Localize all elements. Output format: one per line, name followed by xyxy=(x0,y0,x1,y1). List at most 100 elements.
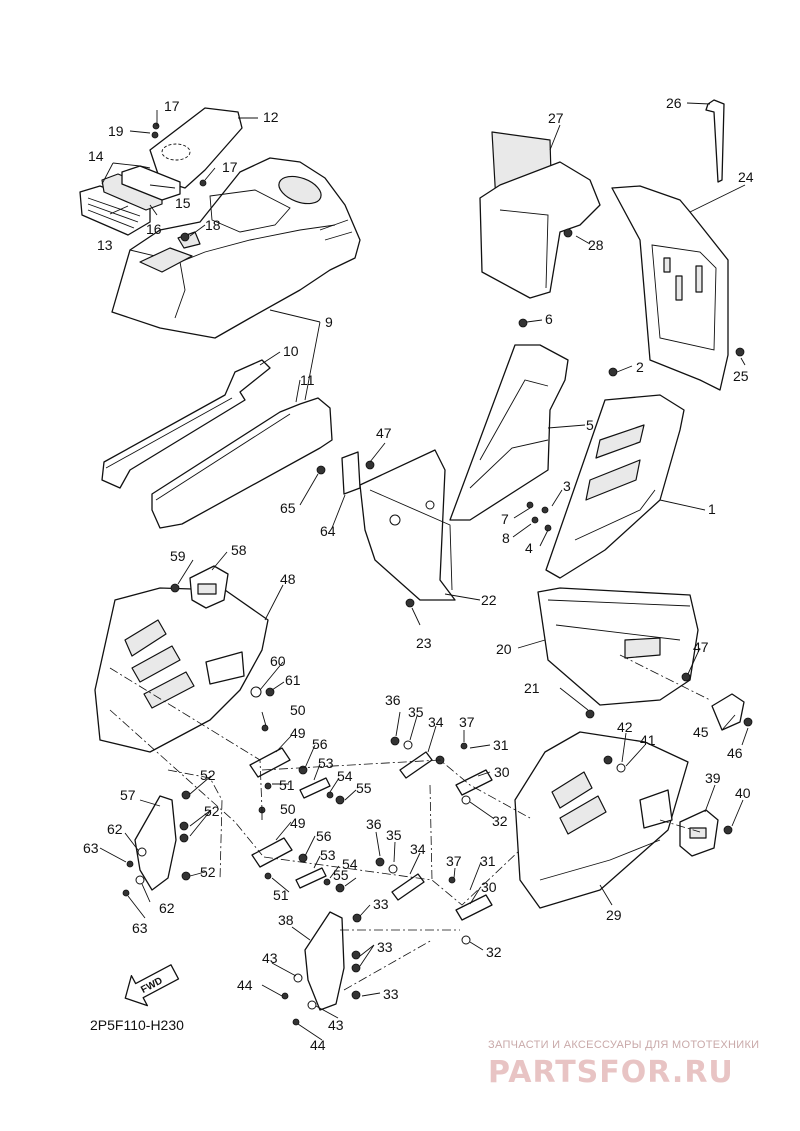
fasteners xyxy=(122,122,753,1026)
callout-5: 5 xyxy=(586,417,594,433)
callout-32b: 32 xyxy=(486,944,502,960)
callout-55a: 55 xyxy=(356,780,372,796)
callout-34a: 34 xyxy=(428,714,444,730)
watermark: ЗАПЧАСТИ И АКСЕССУАРЫ ДЛЯ МОТОТЕХНИКИ PA… xyxy=(488,1039,759,1090)
callout-33c: 33 xyxy=(383,986,399,1002)
callout-6: 6 xyxy=(545,311,553,327)
callout-64: 64 xyxy=(320,523,336,539)
callout-51a: 51 xyxy=(279,777,295,793)
callout-37a: 37 xyxy=(459,714,475,730)
leader-lines xyxy=(99,102,749,1041)
callout-31b: 31 xyxy=(480,853,496,869)
part-10-strip xyxy=(101,359,271,489)
callout-62a: 62 xyxy=(107,821,123,837)
callout-56a: 56 xyxy=(312,736,328,752)
callout-22: 22 xyxy=(481,592,497,608)
callout-33b: 33 xyxy=(377,939,393,955)
callout-35b: 35 xyxy=(386,827,402,843)
callout-43a: 43 xyxy=(262,950,278,966)
callout-44a: 44 xyxy=(237,977,253,993)
callout-61: 61 xyxy=(285,672,301,688)
part-1-cover xyxy=(545,394,685,579)
callout-39: 39 xyxy=(705,770,721,786)
part-58-bracket xyxy=(189,565,229,609)
callout-57: 57 xyxy=(120,787,136,803)
watermark-brand: PARTSFOR.RU xyxy=(488,1055,734,1090)
callout-18: 18 xyxy=(205,217,221,233)
callout-41: 41 xyxy=(640,732,656,748)
callout-65: 65 xyxy=(280,500,296,516)
callout-28: 28 xyxy=(588,237,604,253)
part-48-panel xyxy=(94,587,269,753)
callout-4: 4 xyxy=(525,540,533,556)
callout-8: 8 xyxy=(502,530,510,546)
callout-26: 26 xyxy=(666,95,682,111)
callout-52a: 52 xyxy=(200,767,216,783)
callout-45: 45 xyxy=(693,724,709,740)
callout-47b: 47 xyxy=(693,639,709,655)
callout-31a: 31 xyxy=(493,737,509,753)
callout-37b: 37 xyxy=(446,853,462,869)
callout-11: 11 xyxy=(300,372,315,388)
callout-7: 7 xyxy=(501,511,509,527)
callout-42: 42 xyxy=(617,719,633,735)
assembly-lines xyxy=(109,654,711,991)
callout-14: 14 xyxy=(88,148,104,164)
part-20-panel xyxy=(537,587,699,706)
callout-12: 12 xyxy=(263,109,279,125)
callout-43b: 43 xyxy=(328,1017,344,1033)
callout-30a: 30 xyxy=(494,764,510,780)
part-14-16-panels xyxy=(101,165,181,211)
callout-32a: 32 xyxy=(492,813,508,829)
callout-49b: 49 xyxy=(290,815,306,831)
callout-27: 27 xyxy=(548,110,564,126)
diagram-code: 2P5F110-H230 xyxy=(90,1017,184,1033)
part-26-tie xyxy=(705,99,725,183)
callout-44b: 44 xyxy=(310,1037,326,1053)
callout-59: 59 xyxy=(170,548,186,564)
callout-54a: 54 xyxy=(337,768,353,784)
callout-1: 1 xyxy=(708,501,716,517)
part-upper-cover xyxy=(111,157,361,339)
callout-13: 13 xyxy=(97,237,113,253)
callout-51b: 51 xyxy=(273,887,289,903)
callout-24: 24 xyxy=(738,169,754,185)
part-11-strip xyxy=(151,397,333,529)
callout-36b: 36 xyxy=(366,816,382,832)
callout-52c: 52 xyxy=(200,864,216,880)
callout-58: 58 xyxy=(231,542,247,558)
callout-50a: 50 xyxy=(290,702,306,718)
part-13-grille xyxy=(79,185,151,236)
part-24-panel xyxy=(611,185,729,391)
callout-36a: 36 xyxy=(385,692,401,708)
part-22-plate xyxy=(359,449,456,601)
callout-33a: 33 xyxy=(373,896,389,912)
callout-35a: 35 xyxy=(408,704,424,720)
callout-10: 10 xyxy=(283,343,299,359)
callout-29: 29 xyxy=(606,907,622,923)
callout-19: 19 xyxy=(108,123,124,139)
callout-54b: 54 xyxy=(342,856,358,872)
hardware-small-parts xyxy=(249,451,493,921)
callout-34b: 34 xyxy=(410,841,426,857)
callout-53a: 53 xyxy=(318,755,334,771)
callout-55b: 55 xyxy=(333,867,349,883)
callout-46: 46 xyxy=(727,745,743,761)
watermark-tagline: ЗАПЧАСТИ И АКСЕССУАРЫ ДЛЯ МОТОТЕХНИКИ xyxy=(488,1039,759,1051)
part-39-bracket xyxy=(679,809,719,857)
callout-62b: 62 xyxy=(159,900,175,916)
callout-49a: 49 xyxy=(290,725,306,741)
callout-23: 23 xyxy=(416,635,432,651)
callout-47a: 47 xyxy=(376,425,392,441)
callout-20: 20 xyxy=(496,641,512,657)
part-38-bracket xyxy=(304,911,345,1011)
part-57-bracket xyxy=(134,795,177,891)
part-27-panel xyxy=(479,131,601,299)
callout-63b: 63 xyxy=(132,920,148,936)
callout-38: 38 xyxy=(278,912,294,928)
callout-60: 60 xyxy=(270,653,286,669)
part-5-bracket xyxy=(449,344,569,521)
part-45-clip xyxy=(711,693,745,731)
callout-40: 40 xyxy=(735,785,751,801)
